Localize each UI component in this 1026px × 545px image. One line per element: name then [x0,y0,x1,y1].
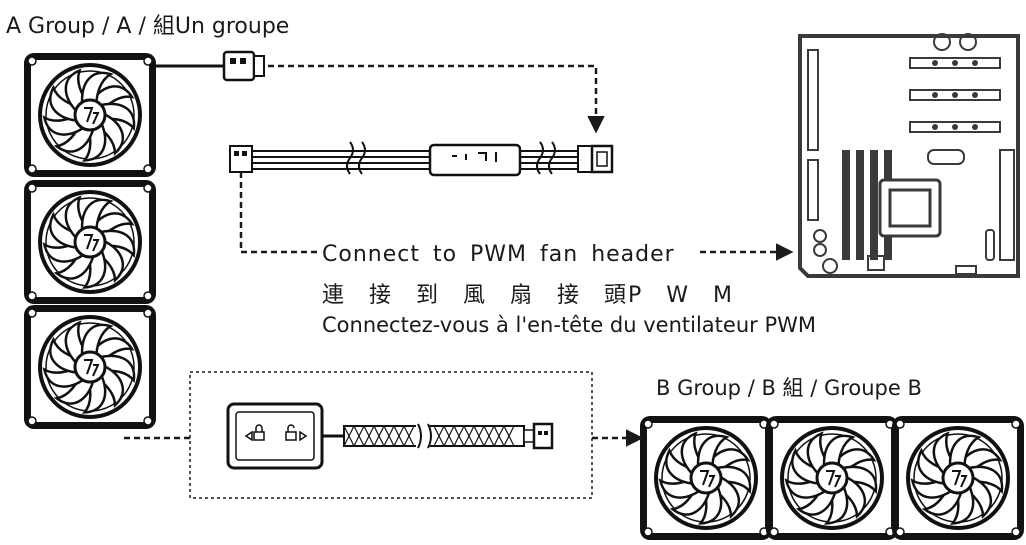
group-b-fans [638,414,1026,542]
motherboard [798,33,1020,278]
fan-a-1 [22,51,158,179]
group-a-fans [22,51,158,431]
pwm-extension-cable [229,141,614,177]
arrow-fan-a-to-splitter [268,64,605,134]
fan-a-3 [22,303,158,431]
fan-b-1 [638,414,774,542]
daisy-chain-connector [226,402,554,470]
connect-instruction-fr: Connectez-vous à l'en-tête du ventilateu… [322,313,816,337]
group-a-label: A Group / A / 組Un groupe [6,14,290,39]
connect-instruction-en: Connect to PWM fan header [322,242,675,267]
connect-instruction-zh: 連 接 到 風 扇 接 頭P W M [322,283,734,308]
fan-b-2 [764,414,900,542]
dashed-line-to-instruction [239,172,318,254]
fan-a-2 [22,178,158,306]
fan-b-3 [890,414,1026,542]
daisy-chain-box [189,371,593,499]
group-b-label: B Group / B 組 / Groupe B [656,376,922,400]
fan-a-connector [156,50,265,82]
